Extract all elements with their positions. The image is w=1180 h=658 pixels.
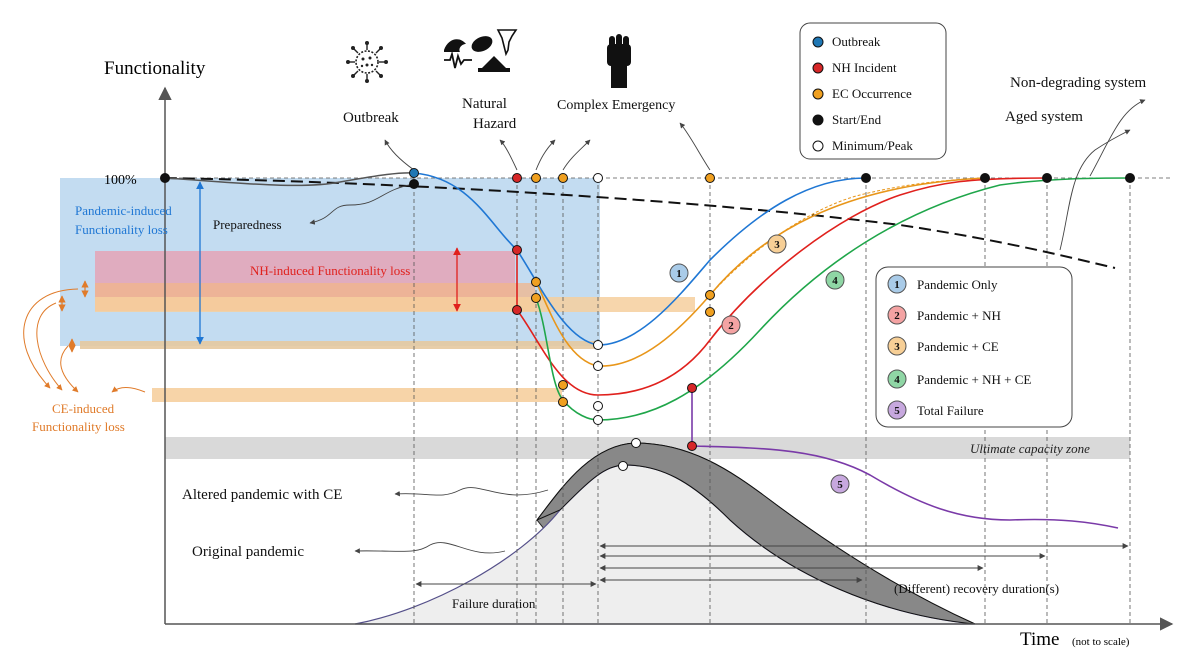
ce-loss-band-2 (95, 297, 695, 312)
non-degrading-label: Non-degrading system (1010, 75, 1147, 91)
marker-start-2 (409, 179, 419, 189)
virus-icon (346, 41, 388, 83)
x-axis-label: Time (1020, 629, 1059, 650)
pandemic-loss-label-1: Pandemic-induced (75, 203, 172, 218)
legend-pandemic-nh-ce: Pandemic + NH + CE (917, 372, 1031, 387)
marker-min-3 (593, 401, 603, 411)
legend-ec-occurrence: EC Occurrence (832, 86, 912, 101)
curve-pandemic-ce (535, 177, 986, 367)
recovery-duration-label: (Different) recovery duration(s) (894, 581, 1059, 596)
curve-markers (160, 168, 1135, 471)
svg-text:5: 5 (894, 405, 900, 417)
marker-ec-1 (531, 277, 541, 287)
original-pandemic-label: Original pandemic (192, 544, 304, 560)
aged-system-line (164, 177, 1116, 269)
x-axis-note: (not to scale) (1072, 636, 1130, 648)
aged-label: Aged system (1005, 109, 1083, 125)
complex-emergency-label: Complex Emergency (557, 98, 675, 113)
marker-ec-3 (558, 380, 568, 390)
curve-pandemic-ce-dashed (709, 177, 986, 296)
badge-1: 1 (676, 268, 682, 280)
ce-pointers (23, 288, 146, 393)
legend-total-failure: Total Failure (917, 403, 984, 418)
marker-ec-5 (705, 290, 715, 300)
svg-text:2: 2 (894, 310, 900, 322)
altered-pandemic-label: Altered pandemic with CE (182, 487, 342, 503)
marker-end-4 (1125, 173, 1135, 183)
marker-ec-top2 (558, 173, 568, 183)
marker-ec-top1 (531, 173, 541, 183)
badge-4: 4 (832, 275, 838, 287)
nh-loss-label: NH-induced Functionality loss (250, 263, 410, 278)
ce-loss-label-1: CE-induced (52, 401, 115, 416)
guide-lines (413, 178, 1131, 624)
marker-nh-2 (512, 305, 522, 315)
outbreak-label: Outbreak (343, 110, 399, 126)
marker-ec-4 (558, 397, 568, 407)
badge-2: 2 (728, 320, 734, 332)
marker-nh-4 (687, 441, 697, 451)
scenario-legend: 1 2 3 4 5 Pandemic Only Pandemic + NH Pa… (875, 266, 1073, 428)
legend-nh-incident: NH Incident (832, 60, 897, 75)
legend-minimum-peak: Minimum/Peak (832, 138, 913, 153)
marker-outbreak (409, 168, 419, 178)
legend-outbreak: Outbreak (832, 34, 881, 49)
preparedness-label: Preparedness (213, 217, 282, 232)
legend-pandemic-nh: Pandemic + NH (917, 308, 1001, 323)
badge-5: 5 (837, 479, 843, 491)
marker-ec-2 (531, 293, 541, 303)
legend-start-end: Start/End (832, 112, 882, 127)
curve-total-failure (691, 388, 1119, 529)
marker-min-1 (593, 340, 603, 350)
callout-arrows (309, 99, 1146, 554)
svg-text:3: 3 (894, 341, 900, 353)
scenario-badges (669, 234, 850, 494)
ce-loss-band-4 (152, 388, 562, 402)
y-tick-100: 100% (104, 173, 137, 188)
ultimate-zone-label: Ultimate capacity zone (970, 441, 1090, 456)
legend-pandemic-only: Pandemic Only (917, 277, 998, 292)
marker-end-1 (861, 173, 871, 183)
marker-nh-top (512, 173, 522, 183)
natural-hazard-label-2: Hazard (473, 116, 517, 132)
marker-ec-top3 (705, 173, 715, 183)
marker-peak-1 (631, 438, 641, 448)
marker-min-2 (593, 361, 603, 371)
marker-end-2 (980, 173, 990, 183)
scenario-badge-numbers: 1 2 3 4 5 (676, 239, 843, 491)
marker-min-top (593, 173, 603, 183)
preparedness-curve (164, 172, 415, 187)
marker-nh-1 (512, 245, 522, 255)
svg-text:1: 1 (894, 279, 900, 291)
failure-duration-label: Failure duration (452, 596, 536, 611)
pandemic-loss-label-2: Functionality loss (75, 222, 168, 237)
marker-legend: Outbreak NH Incident EC Occurrence Start… (799, 22, 947, 160)
marker-start (160, 173, 170, 183)
marker-ec-6 (705, 307, 715, 317)
marker-peak-2 (618, 461, 628, 471)
badge-3: 3 (774, 239, 780, 251)
fist-icon (607, 34, 631, 88)
svg-text:4: 4 (894, 374, 900, 386)
legend-pandemic-ce: Pandemic + CE (917, 339, 999, 354)
ce-loss-band-3 (80, 341, 600, 349)
marker-nh-3 (687, 383, 697, 393)
marker-min-4 (593, 415, 603, 425)
ce-loss-label-2: Functionality loss (32, 419, 125, 434)
marker-end-3 (1042, 173, 1052, 183)
y-axis-label: Functionality (104, 58, 206, 79)
duration-arrows (415, 543, 1129, 587)
natural-hazard-label-1: Natural (462, 96, 507, 112)
natural-hazard-icon (444, 29, 518, 72)
